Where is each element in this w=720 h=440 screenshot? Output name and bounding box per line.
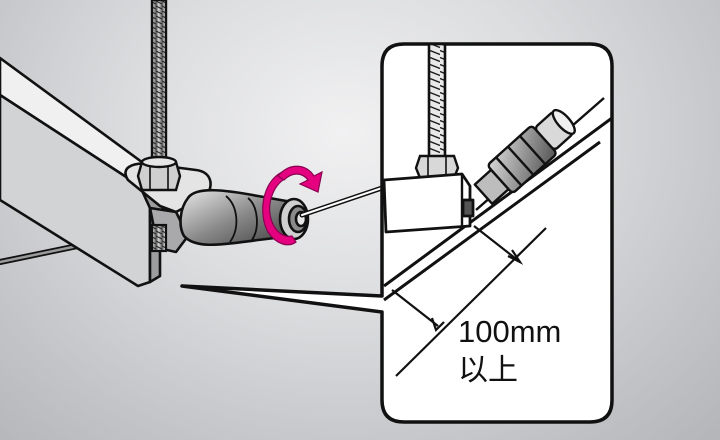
extension-line-bottom <box>391 289 439 327</box>
beam-edge-lower <box>383 140 601 302</box>
detail-callout: 100mm 以上 <box>180 42 614 424</box>
callout-bubble <box>180 42 614 424</box>
dimension-line <box>395 227 547 377</box>
clockwise-rotation-arrow-icon <box>262 165 323 246</box>
extension-line-top <box>473 225 521 263</box>
detail-wire-gripper <box>473 108 576 206</box>
detail-threaded-rod <box>427 42 447 164</box>
detail-view: 100mm 以上 <box>382 42 613 387</box>
threaded-rod <box>150 0 168 174</box>
hex-nut <box>136 155 182 192</box>
bolt-end <box>150 223 168 253</box>
dimension-marker <box>391 225 547 377</box>
dimension-value-label: 100mm <box>458 314 561 349</box>
beam-edge-upper <box>383 116 613 288</box>
main-assembly <box>0 0 385 288</box>
dimension-qualifier-label: 以上 <box>458 354 518 387</box>
detail-bracket-block <box>382 172 475 234</box>
